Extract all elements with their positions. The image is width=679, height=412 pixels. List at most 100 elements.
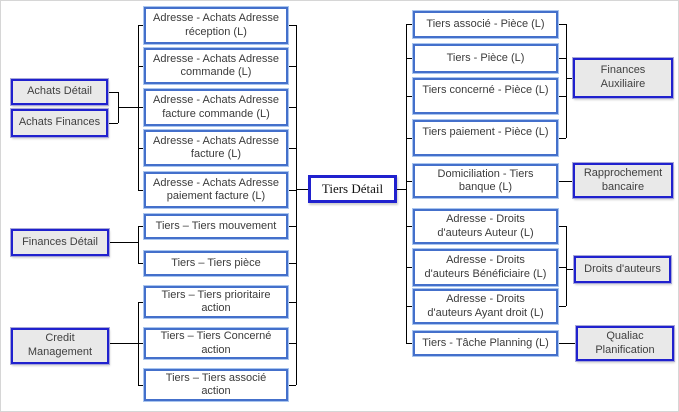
connector-line: [288, 385, 296, 386]
connector-line: [558, 58, 566, 59]
node-tiers-associe-piece: Tiers associé - Pièce (L): [413, 11, 558, 38]
center-node-tiers-detail: Tiers Détail: [308, 175, 397, 203]
connector-line: [138, 385, 144, 386]
node-tiers-associe-action: Tiers – Tiers associé action: [144, 369, 288, 401]
node-adresse-droits-ayant-droit: Adresse - Droits d'auteurs Ayant droit (…: [413, 289, 558, 324]
connector-line: [406, 226, 413, 227]
node-label: Tiers – Tiers mouvement: [155, 219, 277, 232]
node-tiers-piece-l: Tiers - Pièce (L): [413, 44, 558, 73]
node-label: Tiers - Pièce (L): [446, 51, 525, 64]
category-credit-management: Credit Management: [11, 328, 109, 364]
connector-line: [558, 343, 576, 344]
node-adresse-achats-commande: Adresse - Achats Adresse commande (L): [144, 48, 288, 84]
connector-line: [406, 24, 413, 25]
connector-line: [397, 189, 406, 190]
category-label: Droits d'auteurs: [584, 262, 661, 275]
node-label: Adresse - Achats Adresse réception (L): [153, 12, 279, 38]
category-droits-auteurs: Droits d'auteurs: [574, 256, 671, 283]
connector-line: [288, 226, 296, 227]
connector-line: [288, 148, 296, 149]
node-adresse-droits-beneficiaire: Adresse - Droits d'auteurs Bénéficiaire …: [413, 249, 558, 286]
connector-line: [138, 107, 144, 108]
category-achats-detail: Achats Détail: [11, 79, 108, 105]
category-label: Achats Finances: [18, 116, 101, 129]
connector-line: [138, 302, 144, 303]
connector-line: [296, 189, 308, 190]
connector-line: [138, 66, 144, 67]
node-adresse-achats-facture: Adresse - Achats Adresse facture (L): [144, 130, 288, 166]
connector-line: [558, 267, 566, 268]
node-label: Domiciliation - Tiers banque (L): [437, 167, 534, 193]
connector-line: [296, 25, 297, 385]
connector-line: [288, 263, 296, 264]
node-label: Tiers – Tiers Concerné action: [160, 330, 272, 356]
node-tiers-paiement-piece: Tiers paiement - Pièce (L): [413, 120, 558, 156]
node-label: Tiers concerné - Pièce (L): [422, 84, 549, 96]
connector-line: [108, 123, 118, 124]
category-finances-detail: Finances Détail: [11, 229, 109, 256]
node-adresse-achats-reception: Adresse - Achats Adresse réception (L): [144, 7, 288, 44]
node-label: Tiers paiement - Pièce (L): [422, 126, 549, 138]
connector-line: [138, 226, 144, 227]
node-label: Tiers - Tâche Planning (L): [422, 336, 549, 349]
node-tiers-mouvement: Tiers – Tiers mouvement: [144, 214, 288, 239]
connector-line: [558, 138, 566, 139]
node-label: Adresse - Droits d'auteurs Bénéficiaire …: [424, 254, 547, 280]
node-tiers-piece: Tiers – Tiers pièce: [144, 251, 288, 276]
connector-line: [558, 96, 566, 97]
node-label: Adresse - Achats Adresse facture (L): [153, 134, 279, 160]
connector-line: [138, 190, 144, 191]
connector-line: [288, 343, 296, 344]
node-domiciliation-tiers-banque: Domiciliation - Tiers banque (L): [413, 164, 558, 198]
connector-line: [288, 66, 296, 67]
connector-line: [558, 306, 566, 307]
connector-line: [138, 343, 144, 344]
connector-line: [406, 24, 407, 343]
category-label: Qualiac Planification: [595, 329, 655, 356]
connector-line: [406, 343, 413, 344]
connector-line: [558, 24, 566, 25]
connector-line: [288, 190, 296, 191]
connector-line: [406, 96, 413, 97]
node-label: Tiers – Tiers prioritaire action: [161, 288, 271, 314]
connector-line: [138, 25, 139, 191]
category-finances-auxiliaire: Finances Auxiliaire: [573, 58, 673, 98]
connector-line: [406, 306, 413, 307]
connector-line: [288, 25, 296, 26]
category-rapprochement-bancaire: Rapprochement bancaire: [573, 163, 673, 198]
center-label: Tiers Détail: [321, 181, 384, 196]
connector-line: [109, 343, 138, 344]
node-adresse-droits-auteur: Adresse - Droits d'auteurs Auteur (L): [413, 209, 558, 244]
connector-line: [138, 263, 144, 264]
category-label: Credit Management: [27, 332, 93, 358]
category-label: Achats Détail: [27, 85, 92, 98]
connector-line: [109, 242, 138, 243]
node-label: Adresse - Achats Adresse commande (L): [153, 52, 279, 78]
node-label: Tiers associé - Pièce (L): [426, 17, 545, 30]
category-label: Rapprochement bancaire: [583, 166, 663, 193]
connector-line: [118, 107, 138, 108]
node-tiers-concerne-piece: Tiers concerné - Pièce (L): [413, 78, 558, 114]
connector-line: [406, 58, 413, 59]
connector-line: [566, 269, 574, 270]
node-adresse-achats-paiement-facture: Adresse - Achats Adresse paiement factur…: [144, 172, 288, 208]
node-adresse-achats-facture-commande: Adresse - Achats Adresse facture command…: [144, 89, 288, 126]
node-label: Tiers – Tiers associé action: [165, 371, 267, 397]
node-tiers-tache-planning: Tiers - Tâche Planning (L): [413, 331, 558, 356]
category-achats-finances: Achats Finances: [11, 109, 108, 137]
connector-line: [558, 226, 566, 227]
connector-line: [406, 138, 413, 139]
connector-line: [288, 302, 296, 303]
node-tiers-prioritaire-action: Tiers – Tiers prioritaire action: [144, 286, 288, 318]
connector-line: [138, 148, 144, 149]
connector-line: [558, 181, 573, 182]
connector-line: [566, 24, 567, 138]
category-qualiac-planification: Qualiac Planification: [576, 326, 674, 361]
connector-line: [108, 92, 118, 93]
connector-line: [566, 78, 573, 79]
connector-line: [406, 181, 413, 182]
connector-line: [406, 267, 413, 268]
node-label: Adresse - Droits d'auteurs Ayant droit (…: [427, 293, 544, 319]
connector-line: [138, 25, 144, 26]
